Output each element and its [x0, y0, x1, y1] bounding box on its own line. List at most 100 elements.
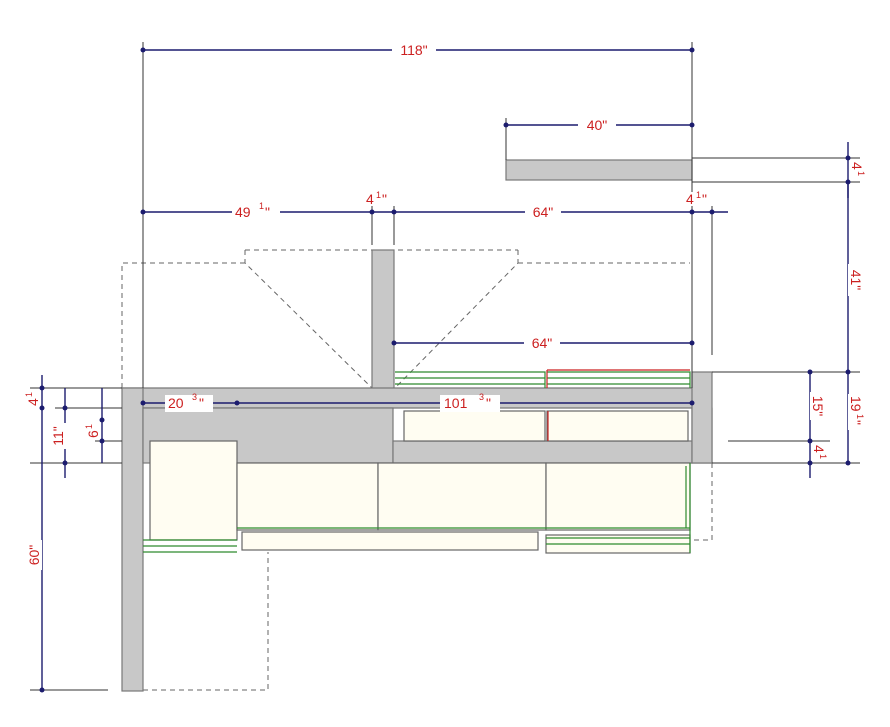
- label-backgrounds: [165, 42, 714, 412]
- label-depth-b-inch: ": [848, 420, 864, 425]
- dim-dot: [234, 400, 240, 406]
- label-bg: [578, 117, 616, 134]
- ext-lines-right: [712, 371, 860, 464]
- dim-dot: [503, 122, 509, 128]
- ext-lines-post: [371, 205, 713, 355]
- drawer-strip: [241, 531, 539, 551]
- dim-dot: [689, 122, 695, 128]
- label-left-top: 4: [25, 398, 41, 406]
- dashed-bottom-outline: [143, 552, 269, 691]
- dim-dot: [39, 687, 45, 693]
- green-top-left: [395, 371, 546, 388]
- dim-dot: [845, 460, 851, 466]
- label-main-segment: 101: [444, 395, 468, 411]
- dim-dot: [39, 385, 45, 391]
- dim-dot: [689, 340, 695, 346]
- label-bg: [440, 395, 500, 412]
- cabinet-accents: [143, 369, 691, 553]
- label-post-width: 4: [366, 191, 374, 207]
- cabinets: [149, 410, 691, 554]
- green-right-drawer: [546, 537, 690, 545]
- label-left-height: 60": [26, 545, 42, 566]
- label-left-run-frac: 1: [259, 201, 264, 211]
- label-left-top-group: 4 1: [24, 392, 41, 406]
- label-lower-run: 64": [532, 335, 553, 351]
- upper-cabinet-2: [546, 410, 689, 442]
- extension-lines: [30, 42, 860, 691]
- label-bg: [392, 42, 436, 59]
- dashed-right-end: [692, 463, 713, 541]
- label-depth-b-group: 19 1 ": [848, 394, 865, 430]
- dim-dot: [807, 438, 813, 444]
- base-cabinet-2: [377, 462, 547, 531]
- dim-dot: [689, 47, 695, 53]
- dim-dot: [845, 369, 851, 375]
- dim-dot: [99, 438, 105, 444]
- label-bg: [848, 264, 864, 296]
- label-upper-shelf-width: 40": [587, 117, 608, 133]
- upper-shelf: [505, 159, 693, 181]
- base-cabinet-3: [545, 462, 691, 531]
- label-left-small-group: 6 1: [84, 424, 101, 438]
- label-post-width-inch: ": [382, 191, 387, 207]
- label-left-height-group: 60": [26, 540, 42, 570]
- label-depth-c-group: 4 1: [811, 445, 828, 459]
- label-post-width-frac: 1: [376, 190, 381, 200]
- label-bg: [26, 540, 42, 570]
- label-left-run-inch: ": [265, 204, 270, 220]
- label-depth-b-frac: 1: [855, 414, 865, 419]
- right-end-panel: [691, 371, 713, 464]
- label-left-depth-group: 11": [50, 423, 66, 449]
- dim-dot: [369, 209, 375, 215]
- ext-lines-left: [30, 387, 122, 691]
- dim-dot: [140, 400, 146, 406]
- label-bg: [684, 192, 714, 206]
- label-bg: [165, 395, 213, 412]
- label-bg: [525, 204, 561, 221]
- dim-dot: [689, 209, 695, 215]
- label-depth-a: 15": [810, 396, 826, 417]
- label-left-segment-inch: ": [199, 395, 204, 411]
- green-left-base: [143, 539, 237, 553]
- dim-dot: [709, 209, 715, 215]
- label-bg: [364, 192, 398, 206]
- label-main-segment-inch: ": [486, 395, 491, 411]
- walls: [120, 159, 713, 692]
- dim-dot: [807, 369, 813, 375]
- label-left-run: 49: [235, 204, 251, 220]
- label-right-height-group: 41": [848, 264, 864, 296]
- upper-cabinet-1: [403, 410, 546, 442]
- dimension-dots: [39, 47, 851, 693]
- dimension-labels: 118" 40" 49 1 " 4 1 " 64" 4 1 " 64" 20 3…: [24, 42, 866, 570]
- dim-dot: [140, 47, 146, 53]
- dashed-hood-right: [394, 250, 519, 389]
- green-top-right: [547, 371, 691, 388]
- left-cabinet: [149, 440, 238, 541]
- dim-dot: [140, 209, 146, 215]
- left-wall: [121, 387, 144, 692]
- label-bg: [810, 392, 826, 420]
- dim-dot: [99, 417, 105, 423]
- label-shelf-depth-group: 4 1: [849, 162, 866, 176]
- label-left-segment: 20: [168, 395, 184, 411]
- dim-dot: [845, 155, 851, 161]
- dashed-left-outline: [121, 262, 245, 388]
- red-edge-top: [546, 369, 690, 388]
- dim-dot: [39, 405, 45, 411]
- dim-dot: [391, 209, 397, 215]
- label-depth-c-frac: 1: [818, 454, 828, 459]
- dim-dot: [807, 460, 813, 466]
- dim-dot: [391, 340, 397, 346]
- center-post: [371, 249, 395, 391]
- dim-dot: [689, 400, 695, 406]
- label-left-top-frac: 1: [24, 392, 34, 397]
- label-right-height: 41": [848, 270, 864, 291]
- label-shelf-depth: 4: [849, 162, 865, 170]
- label-depth-a-group: 15": [810, 392, 826, 420]
- label-bg: [50, 423, 66, 449]
- label-left-depth: 11": [50, 426, 66, 446]
- label-right-end-inch: ": [702, 191, 707, 207]
- label-left-segment-frac: 3: [192, 392, 197, 402]
- dimension-lines: [41, 49, 849, 690]
